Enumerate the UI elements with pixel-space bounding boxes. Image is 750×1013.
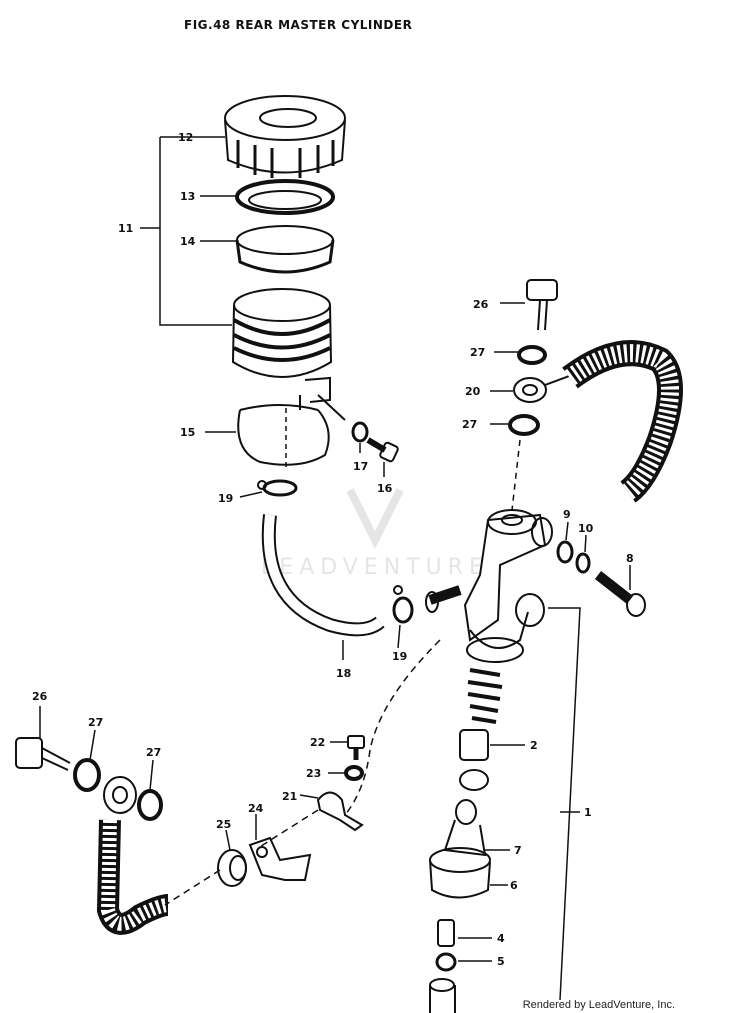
reservoir-cap — [224, 95, 346, 178]
circlip-4 — [437, 919, 455, 947]
label-22: 22 — [310, 736, 325, 749]
bolt-16 — [366, 437, 399, 463]
washer-10 — [575, 552, 591, 574]
primary-cup-2 — [459, 729, 489, 791]
pushrod — [429, 978, 456, 1013]
label-24: 24 — [248, 802, 264, 815]
label-25: 25 — [216, 818, 231, 831]
label-26-upper: 26 — [473, 298, 489, 311]
label-19-lower: 19 — [392, 650, 407, 663]
washer-27-a — [517, 345, 547, 365]
label-8: 8 — [626, 552, 634, 565]
figure-title: FIG.48 REAR MASTER CYLINDER — [184, 18, 413, 32]
label-27-b: 27 — [462, 418, 477, 431]
piston-7 — [443, 799, 487, 857]
washer-17 — [351, 421, 369, 443]
label-6: 6 — [510, 879, 518, 892]
lower-brake-hose — [96, 819, 169, 935]
label-1: 1 — [584, 806, 592, 819]
washer-27-c — [73, 758, 101, 792]
reservoir-body — [231, 288, 333, 403]
credit-text: Rendered by LeadVenture, Inc. — [522, 999, 675, 1011]
label-9: 9 — [563, 508, 571, 521]
diaphragm-plate — [235, 225, 335, 274]
label-23: 23 — [306, 767, 321, 780]
piston-spring — [467, 668, 503, 724]
label-26-lower: 26 — [32, 690, 48, 703]
label-18: 18 — [336, 667, 351, 680]
upper-brake-hose — [562, 340, 683, 503]
washer-23 — [344, 765, 364, 781]
label-11: 11 — [118, 222, 133, 235]
label-5: 5 — [497, 955, 505, 968]
grommet-25 — [217, 849, 247, 887]
hose-clip-upper — [257, 479, 298, 497]
label-13: 13 — [180, 190, 195, 203]
label-20: 20 — [465, 385, 481, 398]
label-10: 10 — [578, 522, 594, 535]
bolt-26-lower — [15, 737, 71, 771]
label-16: 16 — [377, 482, 393, 495]
label-12: 12 — [178, 131, 193, 144]
bolt-26-upper — [526, 279, 558, 331]
washer-9 — [556, 540, 574, 564]
bolt-8 — [594, 571, 646, 617]
reservoir-hose — [261, 514, 385, 637]
bracket-24 — [248, 836, 312, 881]
label-21: 21 — [282, 790, 297, 803]
label-15: 15 — [180, 426, 195, 439]
master-cylinder-body — [425, 509, 553, 663]
hose-clip-lower — [392, 585, 414, 624]
bolt-22 — [347, 735, 365, 760]
diaphragm — [235, 179, 335, 215]
watermark-logo — [346, 488, 404, 549]
banjo-lower — [103, 776, 137, 814]
washer-27-b — [508, 414, 540, 436]
label-27-a: 27 — [470, 346, 485, 359]
watermark: LEADVENTURE — [261, 555, 489, 580]
label-14: 14 — [180, 235, 196, 248]
label-2: 2 — [530, 739, 538, 752]
part-labels: 12 13 14 11 15 19 17 16 18 19 26 27 20 2… — [32, 131, 634, 968]
label-27-c: 27 — [88, 716, 103, 729]
label-4: 4 — [497, 932, 505, 945]
pushrod-boot-6 — [429, 847, 491, 899]
label-7: 7 — [514, 844, 522, 857]
nut-5 — [435, 952, 457, 972]
label-19-upper: 19 — [218, 492, 233, 505]
clamp-21 — [316, 791, 364, 832]
label-27-d: 27 — [146, 746, 161, 759]
reservoir-clamp — [237, 394, 346, 466]
washer-27-d — [137, 789, 163, 821]
label-17: 17 — [353, 460, 368, 473]
leader-lines — [39, 136, 631, 1001]
